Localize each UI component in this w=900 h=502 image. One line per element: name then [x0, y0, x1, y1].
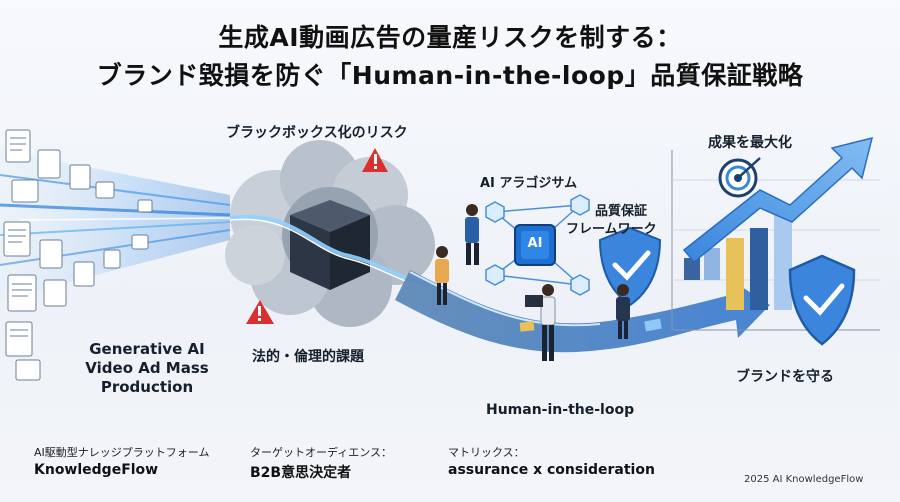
footer-platform-key: AI駆動型ナレッジプラットフォーム [34, 446, 210, 459]
copyright-text: 2025 AI KnowledgeFlow [744, 474, 864, 485]
page-title-line2: ブランド毀損を防ぐ「Human-in-the-loop」品質保証戦略 [96, 61, 804, 90]
qa-framework-label-line1: 品質保証 [594, 204, 647, 219]
target-icon [718, 157, 761, 198]
blackbox-cloud [225, 140, 435, 327]
maximize-results-label: 成果を最大化 [708, 135, 792, 151]
footer-platform-value: KnowledgeFlow [34, 462, 159, 478]
network-node [485, 194, 590, 296]
ai-chip-label: AI [527, 236, 543, 251]
generative-label: Generative AI Video Ad Mass Production [62, 340, 232, 397]
shield-icon [598, 226, 662, 307]
legal-ethics-label: 法的・倫理的課題 [252, 349, 364, 365]
footer-audience-value: B2B意思決定者 [250, 465, 352, 481]
document-lines [8, 137, 32, 337]
shield-check-icon [788, 254, 856, 346]
generative-label-line3: Production [100, 378, 194, 396]
footer-matrix-value: assurance x consideration [448, 462, 655, 478]
person-icon [465, 204, 479, 265]
person-icon [616, 284, 630, 339]
page-title-line1: 生成AI動画広告の量産リスクを制する： [218, 23, 682, 52]
protect-brand-label: ブランドを守る [736, 369, 834, 385]
hitl-arrow [395, 270, 770, 353]
warning-icon [362, 148, 388, 172]
footer-audience-key: ターゲットオーディエンス： [250, 446, 393, 459]
ai-algorithm-label: AI アラゴジサム [480, 176, 578, 191]
qa-framework-label-line2: フレームワーク [566, 222, 657, 237]
footer-matrix-key: マトリックス： [448, 446, 525, 459]
hitl-label: Human-in-the-loop [486, 402, 635, 418]
person-icon [525, 284, 556, 361]
warning-icon [246, 300, 274, 324]
generative-label-line2: Video Ad Mass [85, 359, 209, 377]
ai-chip [514, 224, 556, 266]
generative-label-line1: Generative AI [89, 340, 205, 358]
blackbox-risk-label: ブラックボックス化のリスク [226, 125, 408, 141]
growth-chart [671, 136, 880, 331]
person-icon [435, 246, 449, 305]
